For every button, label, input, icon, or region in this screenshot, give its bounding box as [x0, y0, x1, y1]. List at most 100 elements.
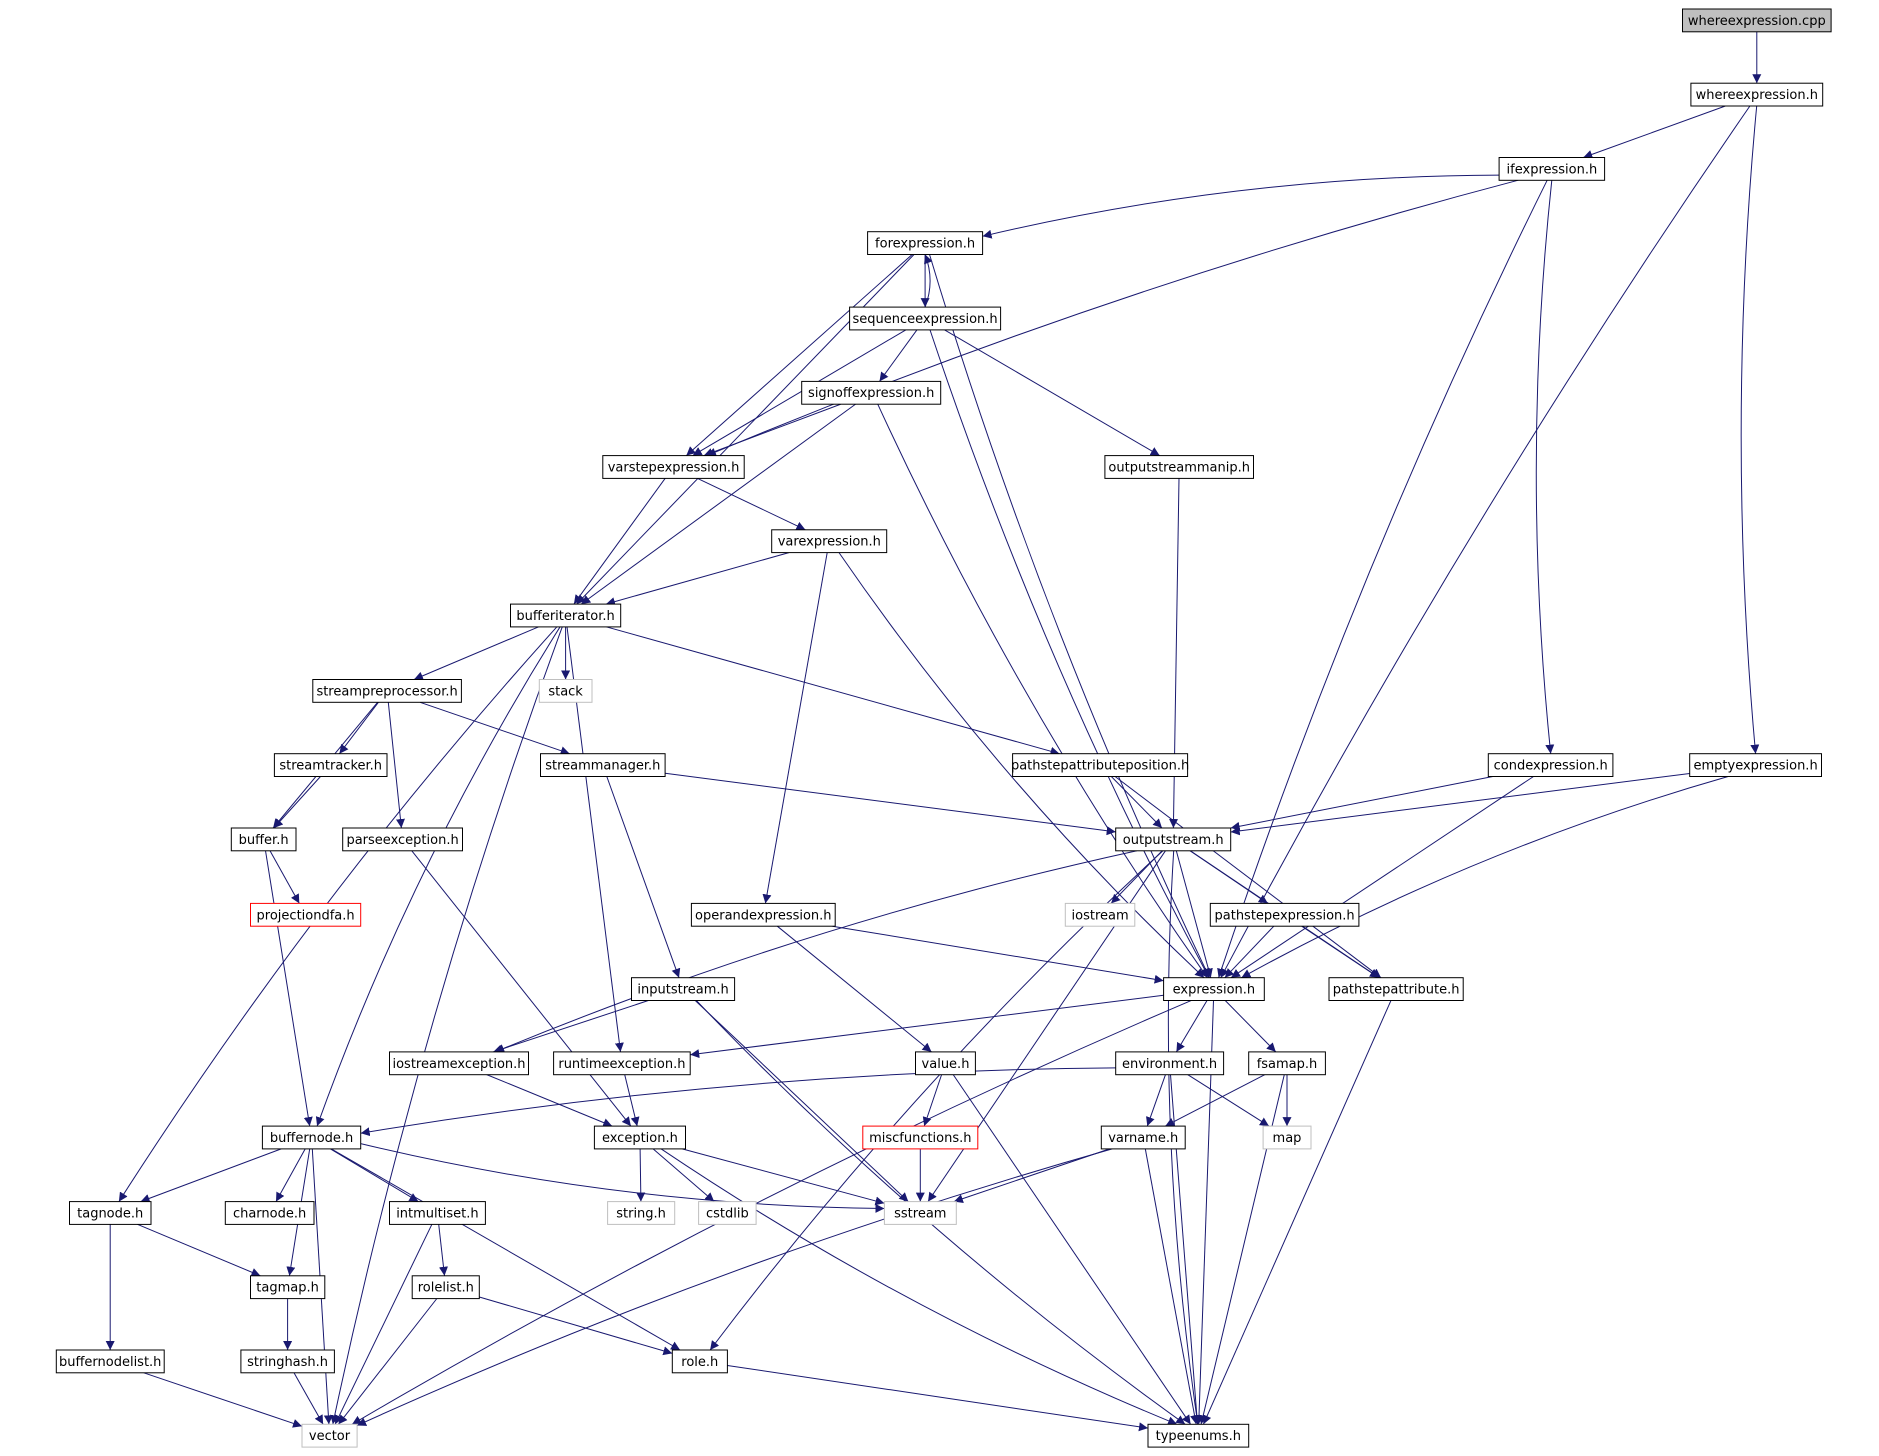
node-label-charnode-h: charnode.h — [233, 1206, 306, 1221]
node-stack[interactable]: stack — [538, 679, 593, 703]
node-tagnode-h[interactable]: tagnode.h — [69, 1201, 152, 1225]
node-outputstreammanip-h[interactable]: outputstreammanip.h — [1104, 455, 1255, 479]
node-string-h[interactable]: string.h — [607, 1201, 676, 1225]
node-parseexception-h[interactable]: parseexception.h — [342, 827, 464, 852]
node-box-rolelist-h — [411, 1275, 480, 1300]
node-box-role-h — [671, 1349, 728, 1374]
node-streamtracker-h[interactable]: streamtracker.h — [273, 753, 388, 778]
node-label-whereexpression-h: whereexpression.h — [1696, 88, 1818, 103]
node-box-pathstepattributeposition-h — [1012, 753, 1189, 778]
edge-buffernode-h-to-sstream — [360, 1143, 885, 1213]
node-sstream[interactable]: sstream — [883, 1201, 957, 1225]
node-sequenceexpression-h[interactable]: sequenceexpression.h — [849, 306, 1002, 331]
node-label-ifexpression-h: ifexpression.h — [1507, 162, 1598, 177]
node-exception-h[interactable]: exception.h — [593, 1125, 687, 1150]
node-label-outputstreammanip-h: outputstreammanip.h — [1108, 461, 1250, 476]
node-role-h[interactable]: role.h — [671, 1349, 728, 1374]
node-operandexpression-h[interactable]: operandexpression.h — [690, 902, 836, 927]
edge-varexpression-h-to-operandexpression-h — [762, 552, 828, 904]
edge-varstepexpression-h-to-varexpression-h — [697, 477, 806, 531]
edge-buffer-h-to-projectiondfa-h — [269, 850, 300, 904]
node-box-stack — [538, 679, 593, 703]
node-fsamap-h[interactable]: fsamap.h — [1248, 1051, 1326, 1076]
node-box-sequenceexpression-h — [849, 306, 1002, 331]
node-forexpression-h[interactable]: forexpression.h — [867, 231, 984, 255]
edge-streampreprocessor-h-to-streammanager-h — [419, 701, 570, 756]
edge-forexpression-h-to-varstepexpression-h — [685, 254, 913, 456]
node-vector[interactable]: vector — [301, 1423, 358, 1448]
edge-forexpression-h-to-expression-h — [929, 254, 1210, 978]
node-cstdlib[interactable]: cstdlib — [698, 1201, 757, 1225]
node-charnode-h[interactable]: charnode.h — [224, 1201, 315, 1225]
edge-buffernode-h-to-intmultiset-h — [330, 1148, 419, 1203]
node-box-emptyexpression-h — [1689, 753, 1822, 778]
node-varexpression-h[interactable]: varexpression.h — [771, 529, 888, 554]
edge-inputstream-h-to-sstream — [694, 1000, 909, 1202]
edge-bufferiterator-h-to-streampreprocessor-h — [413, 626, 539, 681]
node-box-condexpression-h — [1487, 753, 1614, 778]
node-streampreprocessor-h[interactable]: streampreprocessor.h — [312, 679, 462, 703]
node-streammanager-h[interactable]: streammanager.h — [540, 753, 666, 778]
node-buffer-h[interactable]: buffer.h — [230, 827, 297, 852]
node-label-expression-h: expression.h — [1173, 983, 1256, 998]
node-whereexpression-h[interactable]: whereexpression.h — [1690, 82, 1824, 107]
node-iostreamexception-h[interactable]: iostreamexception.h — [389, 1051, 529, 1076]
node-rolelist-h[interactable]: rolelist.h — [411, 1275, 480, 1300]
node-buffernode-h[interactable]: buffernode.h — [261, 1125, 362, 1150]
node-label-cstdlib: cstdlib — [706, 1206, 749, 1221]
node-whereexpression-cpp[interactable]: whereexpression.cpp — [1682, 8, 1832, 33]
edge-forexpression-h-to-bufferiterator-h — [576, 254, 915, 605]
node-varname-h[interactable]: varname.h — [1100, 1125, 1186, 1150]
node-label-condexpression-h: condexpression.h — [1494, 759, 1608, 774]
node-label-runtimeexception-h: runtimeexception.h — [558, 1057, 685, 1072]
edge-operandexpression-h-to-value-h — [776, 925, 932, 1053]
node-miscfunctions-h[interactable]: miscfunctions.h — [862, 1125, 979, 1150]
node-box-ifexpression-h — [1498, 157, 1606, 181]
node-ifexpression-h[interactable]: ifexpression.h — [1498, 157, 1606, 181]
node-emptyexpression-h[interactable]: emptyexpression.h — [1689, 753, 1822, 778]
edge-expression-h-to-environment-h — [1175, 1000, 1208, 1053]
edge-expression-h-to-runtimeexception-h — [690, 994, 1164, 1059]
node-intmultiset-h[interactable]: intmultiset.h — [389, 1201, 486, 1225]
node-signoffexpression-h[interactable]: signoffexpression.h — [801, 380, 942, 405]
edge-sequenceexpression-h-to-outputstreammanip-h — [944, 329, 1160, 457]
node-expression-h[interactable]: expression.h — [1163, 977, 1265, 1002]
node-pathstepattribute-h[interactable]: pathstepattribute.h — [1328, 977, 1464, 1002]
node-box-whereexpression-h — [1690, 82, 1824, 107]
node-projectiondfa-h[interactable]: projectiondfa.h — [250, 902, 362, 927]
node-box-pathstepattribute-h — [1328, 977, 1464, 1002]
edge-condexpression-h-to-expression-h — [1230, 776, 1534, 979]
edge-whereexpression-h-to-expression-h — [1220, 105, 1751, 978]
node-pathstepattributeposition-h[interactable]: pathstepattributeposition.h — [1011, 753, 1189, 778]
edge-exception-h-to-cstdlib — [652, 1148, 715, 1202]
node-stringhash-h[interactable]: stringhash.h — [240, 1349, 335, 1374]
node-environment-h[interactable]: environment.h — [1115, 1051, 1225, 1076]
node-runtimeexception-h[interactable]: runtimeexception.h — [553, 1051, 691, 1076]
edge-fsamap-h-to-varname-h — [1165, 1074, 1266, 1127]
edge-pathstepexpression-h-to-pathstepattribute-h — [1301, 925, 1380, 979]
edge-outputstream-h-to-iostreamexception-h — [495, 850, 1138, 1053]
node-varstepexpression-h[interactable]: varstepexpression.h — [602, 455, 745, 479]
node-condexpression-h[interactable]: condexpression.h — [1487, 753, 1614, 778]
edge-intmultiset-h-to-vector — [334, 1224, 433, 1425]
node-label-operandexpression-h: operandexpression.h — [695, 908, 832, 923]
edge-environment-h-to-buffernode-h — [360, 1067, 1116, 1137]
node-box-miscfunctions-h — [862, 1125, 979, 1150]
node-buffernodelist-h[interactable]: buffernodelist.h — [55, 1349, 165, 1374]
node-tagmap-h[interactable]: tagmap.h — [250, 1275, 326, 1300]
node-value-h[interactable]: value.h — [915, 1051, 976, 1076]
node-bufferiterator-h[interactable]: bufferiterator.h — [510, 603, 622, 628]
node-pathstepexpression-h[interactable]: pathstepexpression.h — [1209, 902, 1360, 927]
node-map[interactable]: map — [1262, 1125, 1312, 1150]
edge-buffer-h-to-buffernode-h — [265, 850, 313, 1127]
node-typeenums-h[interactable]: typeenums.h — [1147, 1423, 1250, 1448]
node-label-emptyexpression-h: emptyexpression.h — [1693, 759, 1817, 774]
node-label-iostreamexception-h: iostreamexception.h — [392, 1057, 525, 1072]
node-iostream[interactable]: iostream — [1064, 902, 1136, 927]
node-box-expression-h — [1163, 977, 1265, 1002]
node-label-whereexpression-cpp: whereexpression.cpp — [1688, 14, 1826, 29]
node-inputstream-h[interactable]: inputstream.h — [631, 977, 736, 1002]
node-box-cstdlib — [698, 1201, 757, 1225]
node-outputstream-h[interactable]: outputstream.h — [1115, 827, 1232, 852]
